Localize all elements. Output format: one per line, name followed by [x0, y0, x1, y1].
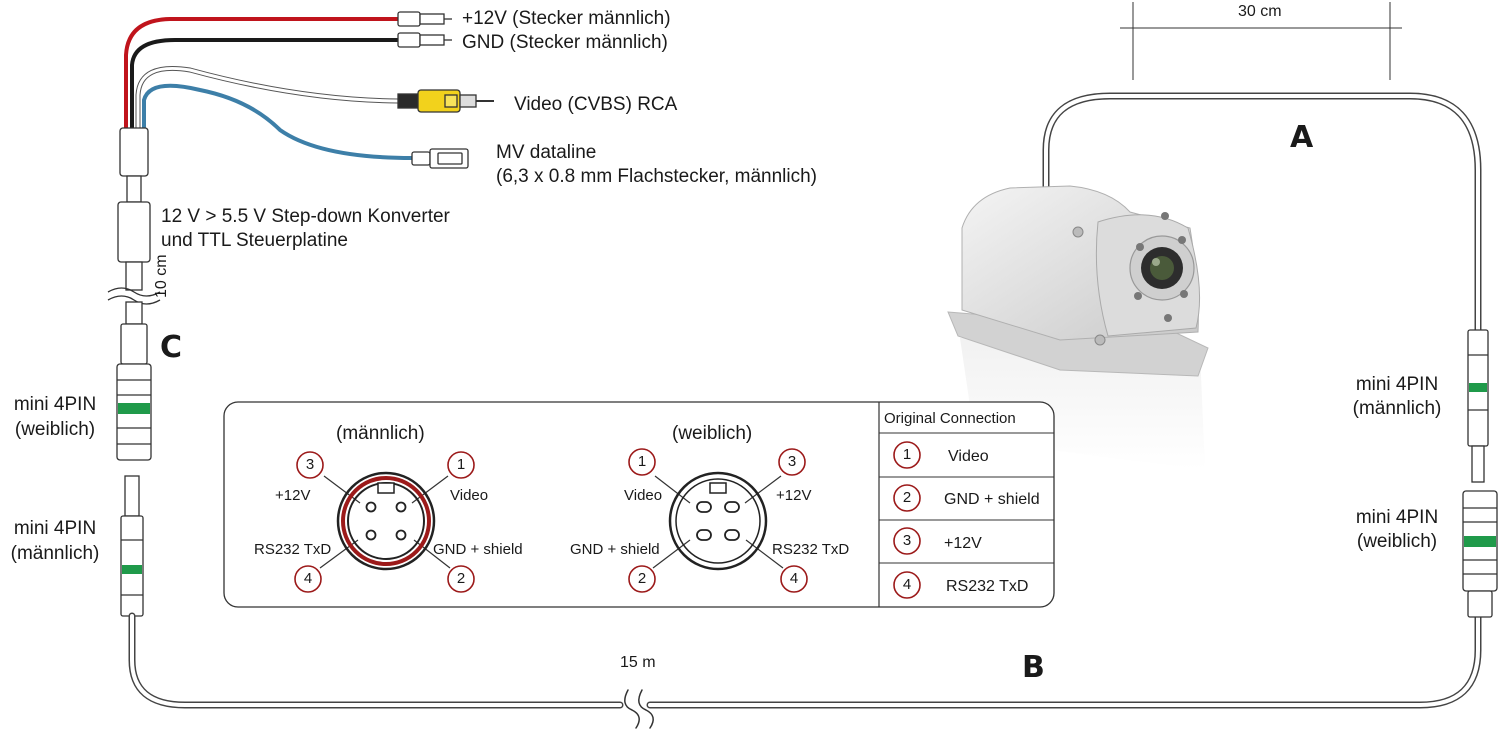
- pigtail-wires: [124, 17, 414, 160]
- male-pin-4-num: 4: [303, 570, 313, 587]
- pin-number-circles: [294, 441, 921, 599]
- left-male-label-2: (männlich): [10, 543, 100, 564]
- male-title: (männlich): [336, 423, 425, 444]
- section-c-letter: C: [160, 330, 183, 365]
- female-pin-4-name: RS232 TxD: [772, 541, 850, 558]
- converter-label: 12 V > 5.5 V Step-down Konverter: [161, 206, 450, 227]
- table-row-3-num: 3: [902, 532, 912, 549]
- table-row-4-num: 4: [902, 576, 912, 593]
- male-pin-3-num: 3: [305, 456, 315, 473]
- cable-b: [128, 612, 1482, 729]
- red-wire: [124, 17, 400, 132]
- gnd-plug: [397, 32, 452, 48]
- video-wire: [136, 66, 400, 132]
- dimension-30cm: [1120, 2, 1402, 80]
- male-pin-3-name: +12V: [275, 487, 311, 504]
- table-row-2-name: GND + shield: [944, 491, 1040, 508]
- blue-wire: [142, 83, 414, 160]
- male-pin-1-num: 1: [456, 456, 466, 473]
- right-female-label-2: (weiblich): [1356, 531, 1438, 552]
- left-female-connector: [116, 323, 152, 461]
- video-rca-label: Video (CVBS) RCA: [514, 94, 678, 115]
- right-female-label-1: mini 4PIN: [1355, 507, 1439, 528]
- right-male-connector: [1467, 329, 1489, 483]
- male-pin-2-name: GND + shield: [433, 541, 523, 558]
- table-row-4-name: RS232 TxD: [946, 578, 1029, 595]
- table-row-2-num: 2: [902, 489, 912, 506]
- dimension-c-label: 10 cm: [153, 254, 170, 298]
- black-wire: [130, 38, 400, 132]
- converter-module: [107, 127, 161, 325]
- female-pin-3-name: +12V: [776, 487, 812, 504]
- female-pin-2-num: 2: [637, 570, 647, 587]
- gnd-label: GND (Stecker männlich): [462, 32, 668, 53]
- female-socket-drawing: [652, 471, 784, 571]
- rca-plug: [397, 89, 494, 113]
- plus12v-label: +12V (Stecker männlich): [462, 8, 671, 29]
- cable-a: [1042, 92, 1482, 334]
- female-title: (weiblich): [672, 423, 753, 444]
- table-row-1-num: 1: [902, 446, 912, 463]
- right-female-connector: [1462, 490, 1498, 618]
- male-pin-2-num: 2: [456, 570, 466, 587]
- male-pin-1-name: Video: [450, 487, 489, 504]
- male-pin-4-name: RS232 TxD: [254, 541, 332, 558]
- ttl-board-label: und TTL Steuerplatine: [161, 230, 348, 251]
- left-male-connector: [120, 475, 144, 617]
- dimension-b-label: 15 m: [620, 654, 656, 671]
- female-pin-1-num: 1: [637, 453, 647, 470]
- female-pin-4-num: 4: [789, 570, 799, 587]
- female-pin-3-num: 3: [787, 453, 797, 470]
- mv-dataline-spec: (6,3 x 0.8 mm Flachstecker, männlich): [496, 166, 817, 187]
- section-a-letter: A: [1290, 120, 1314, 155]
- right-male-label-1: mini 4PIN: [1355, 374, 1439, 395]
- dimension-a-label: 30 cm: [1238, 3, 1282, 20]
- female-pin-2-name: GND + shield: [570, 541, 660, 558]
- left-female-label-1: mini 4PIN: [13, 394, 97, 415]
- table-row-1-name: Video: [948, 448, 989, 465]
- mv-flat-plug: [411, 148, 469, 169]
- mv-dataline-label: MV dataline: [496, 142, 597, 163]
- right-male-label-2: (männlich): [1352, 398, 1442, 419]
- female-pin-1-name: Video: [624, 487, 663, 504]
- left-male-label-1: mini 4PIN: [13, 518, 97, 539]
- pinout-box: [223, 401, 1055, 608]
- plus12v-plug: [397, 11, 452, 27]
- left-female-label-2: (weiblich): [14, 419, 96, 440]
- table-header: Original Connection: [884, 410, 1016, 427]
- table-row-3-name: +12V: [944, 535, 982, 552]
- section-b-letter: B: [1022, 650, 1045, 685]
- male-socket-drawing: [319, 471, 451, 571]
